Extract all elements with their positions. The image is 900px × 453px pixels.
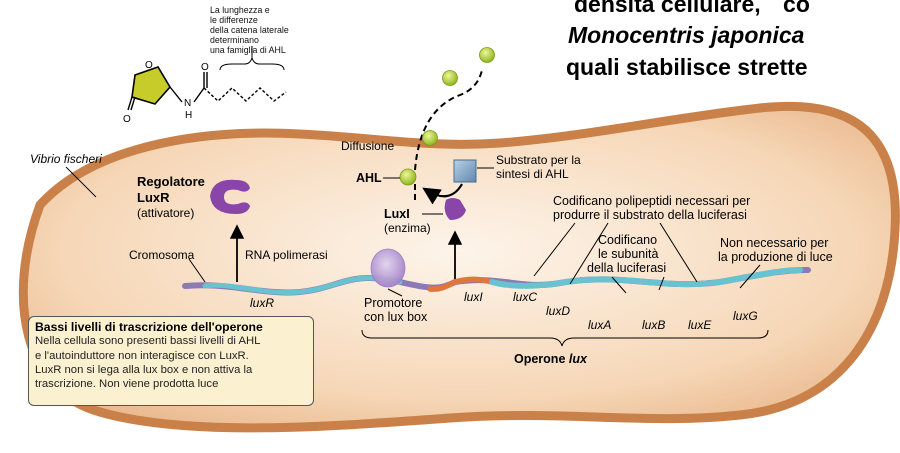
header-line-1-pre: densità cellulare, (574, 0, 761, 17)
gene-label: luxR (250, 296, 274, 310)
regulator-label: LuxR (137, 190, 170, 205)
ahl-molecule-structure (127, 46, 287, 111)
subunits-label: della luciferasi (587, 261, 666, 275)
molecule-note-line: una famiglia di AHL (210, 45, 286, 55)
not-needed-label: Non necessario per (720, 236, 828, 250)
luxi-label: LuxI (384, 207, 410, 221)
luxi-enzyme (444, 198, 466, 220)
chromosome-label: Cromosoma (129, 248, 195, 262)
header-line-3-text: quali stabilisce strette (566, 54, 808, 80)
polypeptides-label: produrre il substrato della luciferasi (553, 208, 747, 222)
lactone-ring (131, 66, 171, 105)
info-box-title: Bassi livelli di trascrizione dell'opero… (35, 320, 263, 334)
regulator-label: Regolatore (137, 174, 205, 189)
info-box-line: Nella cellula sono presenti bassi livell… (35, 335, 261, 348)
gene-label: luxI (464, 290, 483, 304)
molecule-atom-o: O (123, 114, 131, 125)
luxr-protein (210, 179, 250, 214)
organism-label: Vibrio fischeri (30, 152, 102, 166)
regulator-label: (attivatore) (137, 206, 194, 220)
promoter-label: con lux box (364, 310, 428, 324)
diffusion-label: Diffusione (341, 139, 394, 153)
molecule-note-line: determinano (210, 35, 259, 45)
subunits-label: Codificano (598, 233, 657, 247)
molecule-note-line: della catena laterale (210, 25, 289, 35)
ahl-synthesis-arrow (422, 183, 463, 205)
operon-brace (361, 329, 769, 347)
gene-label: luxC (513, 290, 537, 304)
gene-label: luxG (733, 309, 758, 323)
molecule-atom-o: O (145, 60, 153, 71)
molecule-atom-h: H (185, 110, 192, 121)
molecule-atom-o: O (201, 62, 209, 73)
info-box-line: trascrizione. Non viene prodotta luce (35, 378, 219, 391)
ahl-molecule-ball (442, 70, 458, 86)
header-line-1: densità cellulare, co (574, 0, 810, 18)
header-line-1-post: co (783, 0, 810, 17)
molecule-note-line: La lunghezza e (210, 5, 270, 15)
gene-label: luxD (546, 304, 570, 318)
info-box-line: e l'autoinduttore non interagisce con Lu… (35, 349, 249, 362)
ahl-molecule-ball (479, 47, 495, 63)
gene-label: luxE (688, 318, 712, 332)
header-species: Monocentris japonica (568, 22, 805, 48)
promoter-label: Promotore (364, 296, 422, 310)
side-chain-brace (219, 56, 285, 71)
operon-label: Operone lux (514, 352, 588, 366)
header-line-3: quali stabilisce strette (566, 54, 808, 81)
luxi-label: (enzima) (384, 221, 431, 235)
substrate-box (453, 159, 477, 183)
gene-label: luxB (642, 318, 665, 332)
polypeptides-label: Codificano polipeptidi necessari per (553, 194, 750, 208)
rna-polymerase-label: RNA polimerasi (245, 248, 328, 262)
molecule-atom-n: N (184, 98, 191, 109)
low-transcription-box: Bassi livelli di trascrizione dell'opero… (28, 316, 314, 406)
subunits-label: le subunità (598, 247, 659, 261)
ahl-molecule-ball (422, 130, 438, 146)
diffusion-path (414, 69, 483, 200)
substrate-label: sintesi di AHL (496, 167, 569, 181)
molecule-note-line: le differenze (210, 15, 258, 25)
ahl-label: AHL (356, 171, 382, 185)
gene-label: luxA (588, 318, 611, 332)
rna-polymerase (370, 248, 406, 288)
ahl-molecule-ball (399, 168, 417, 186)
info-box-line: LuxR non si lega alla lux box e non atti… (35, 363, 253, 376)
not-needed-label: la produzione di luce (718, 250, 833, 264)
dna-chromosome (182, 267, 811, 296)
substrate-label: Substrato per la (496, 153, 581, 167)
header-line-2: Monocentris japonica (568, 22, 804, 49)
